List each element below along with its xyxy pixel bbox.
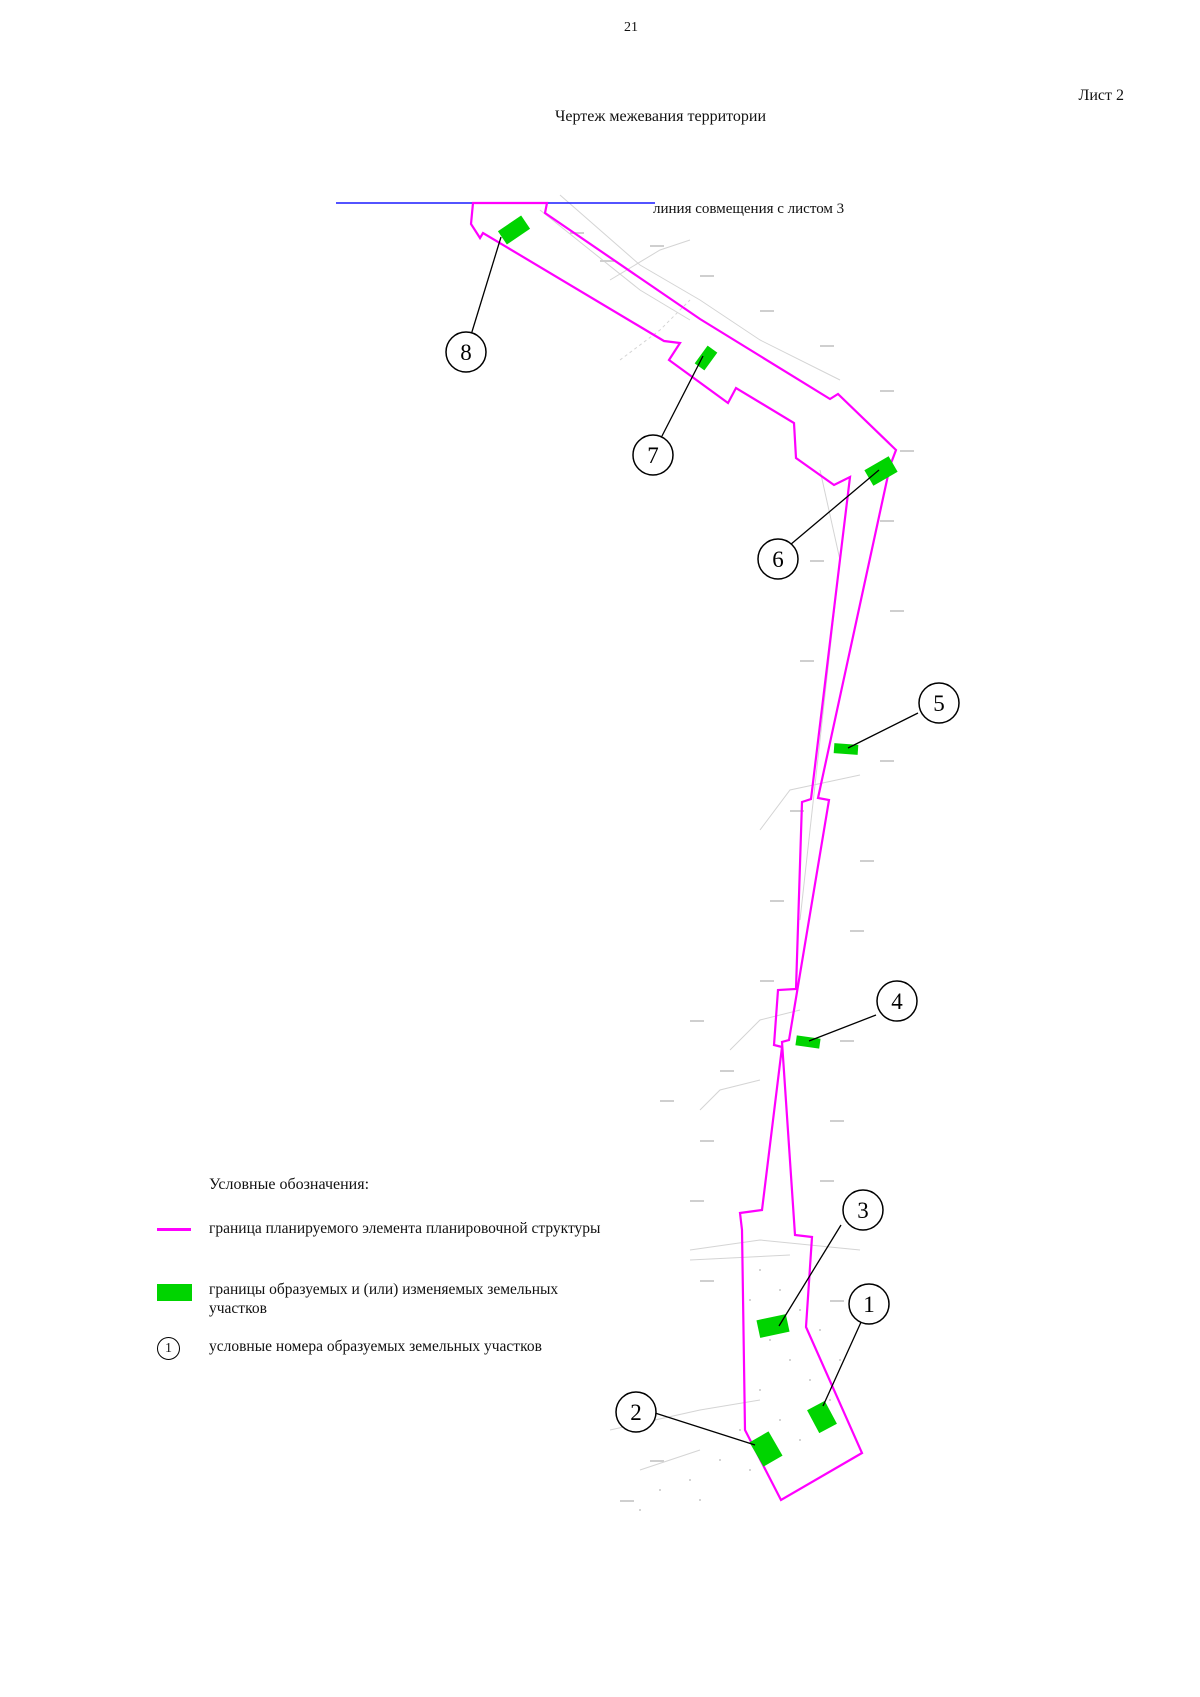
parcel-6 (864, 456, 898, 486)
svg-text:4: 4 (891, 989, 903, 1014)
page-number: 21 (624, 20, 638, 35)
svg-text:6: 6 (772, 547, 784, 572)
callout-4: 4 (876, 980, 918, 1022)
svg-text:3: 3 (857, 1198, 869, 1223)
svg-text:1: 1 (863, 1292, 875, 1317)
parcels (497, 215, 898, 1467)
leader-lines (470, 236, 919, 1446)
legend-item-text: граница планируемого элемента планировоч… (209, 1220, 601, 1237)
callout-2: 2 (615, 1391, 657, 1433)
callout-3: 3 (842, 1189, 884, 1231)
callout-5: 5 (918, 682, 960, 724)
callout-7: 7 (632, 434, 674, 476)
legend-item-text: границы образуемых и (или) изменяемых зе… (209, 1281, 559, 1317)
drawing-title: Чертеж межевания территории (554, 108, 767, 125)
numbered-circle-icon: 1 (157, 1337, 180, 1360)
callouts: 8 7 6 5 4 3 1 2 (445, 331, 960, 1433)
parcel-2 (749, 1431, 783, 1467)
topo-stipple (639, 1269, 841, 1511)
parcel-8 (497, 215, 531, 245)
planned-element-boundary (469, 201, 898, 1502)
svg-text:7: 7 (647, 443, 659, 468)
svg-text:2: 2 (630, 1400, 642, 1425)
topo-dots (570, 232, 914, 1502)
parcel-1 (807, 1400, 837, 1434)
parcel-7 (694, 345, 718, 371)
callout-1: 1 (848, 1283, 890, 1325)
svg-text:8: 8 (460, 340, 472, 365)
svg-text:5: 5 (933, 691, 945, 716)
legend-title: Условные обозначения: (209, 1176, 370, 1193)
callout-6: 6 (757, 538, 799, 580)
topographic-background (539, 194, 861, 1471)
green-rectangle-icon (157, 1284, 192, 1301)
match-line-label: линия совмещения с листом 3 (653, 201, 845, 217)
magenta-line-icon (157, 1228, 191, 1231)
legend-item-text: условные номера образуемых земельных уча… (209, 1338, 542, 1355)
callout-8: 8 (445, 331, 487, 373)
parcel-3 (756, 1314, 790, 1338)
sheet-label: Лист 2 (1078, 87, 1124, 104)
